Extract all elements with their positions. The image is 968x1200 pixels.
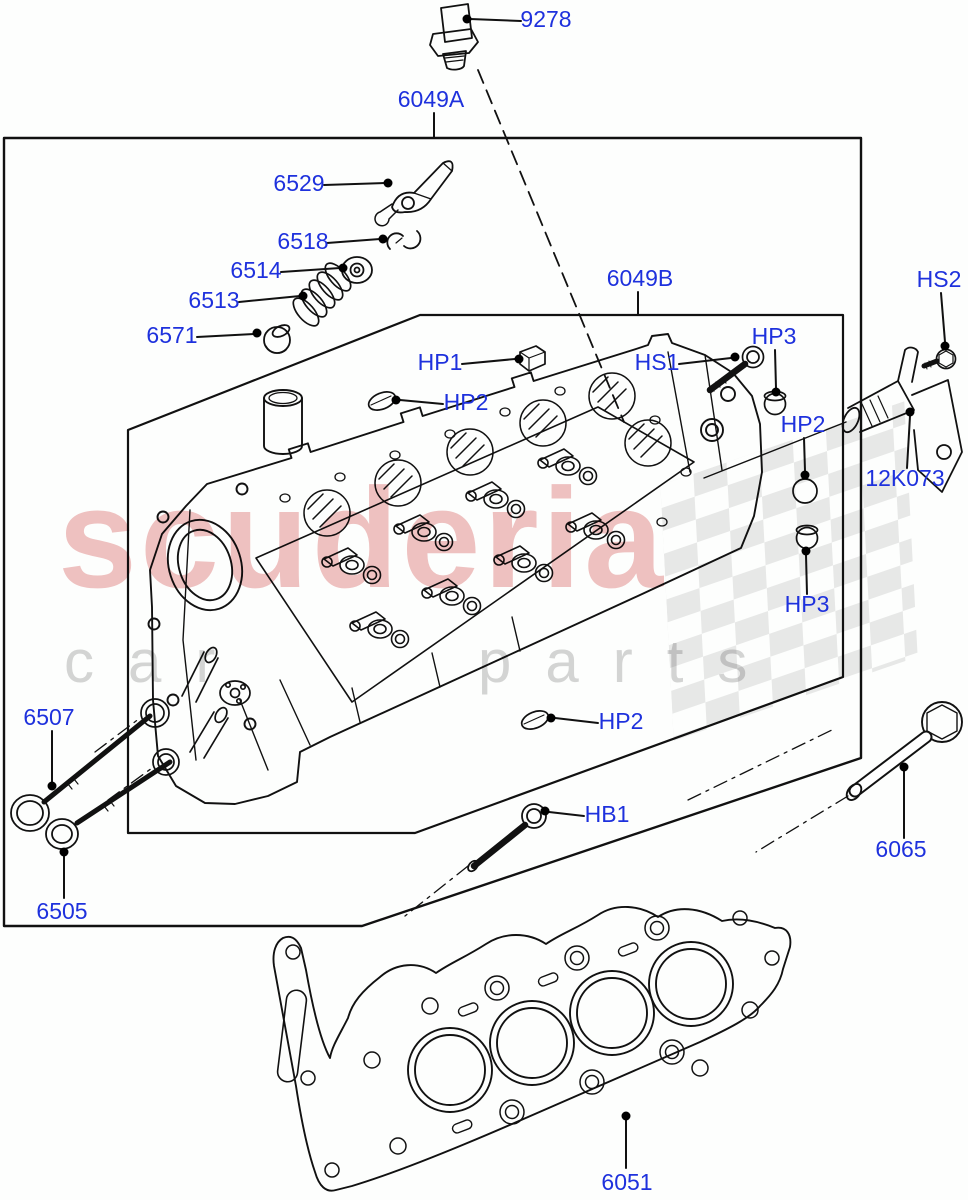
leader-dot-6514 <box>338 263 348 273</box>
callout-HP1[interactable]: HP1 <box>417 349 463 376</box>
callout-HS2[interactable]: HS2 <box>916 266 962 293</box>
leader-dot-HS1 <box>730 352 740 362</box>
part-6051-head-gasket <box>272 905 792 1192</box>
box-6049A-outer <box>2 136 863 928</box>
part-6571-valve-seal <box>263 324 291 354</box>
leader-dot-HP1 <box>514 354 524 364</box>
callout-6513[interactable]: 6513 <box>188 287 240 314</box>
leader-line-6518 <box>326 238 381 244</box>
leader-line-HP3_top <box>774 349 777 389</box>
leader-line-HP2_left <box>399 399 444 405</box>
leader-line-HS1 <box>678 357 732 365</box>
leader-dot-6571 <box>252 328 262 338</box>
leader-dot-6505 <box>59 847 69 857</box>
leader-dot-9278 <box>462 14 472 24</box>
leader-line-HP2_mid <box>554 717 599 724</box>
callout-HP2_right[interactable]: HP2 <box>780 411 826 438</box>
leader-line-HB1 <box>548 811 585 817</box>
callout-6571[interactable]: 6571 <box>146 322 198 349</box>
leader-line-6529 <box>323 182 386 186</box>
part-6518-collets <box>386 230 422 250</box>
part-6507-valve <box>10 713 153 832</box>
leader-line-6513 <box>238 295 301 303</box>
callout-HP3_top[interactable]: HP3 <box>751 323 797 350</box>
part-HS1-bolt <box>706 345 765 394</box>
leader-line-9278 <box>469 18 522 22</box>
callout-HB1[interactable]: HB1 <box>584 801 630 828</box>
callout-leader-lines <box>47 14 950 1169</box>
callout-6507[interactable]: 6507 <box>23 704 75 731</box>
leader-dot-HP3_top <box>771 387 781 397</box>
callout-HP2_left[interactable]: HP2 <box>443 389 489 416</box>
part-9278-sensor <box>429 3 625 423</box>
leader-dot-6507 <box>47 781 57 791</box>
callout-9278[interactable]: 9278 <box>520 6 572 33</box>
part-HP1-plug <box>519 345 546 372</box>
part-6065-bolt <box>687 701 963 853</box>
callout-6065[interactable]: 6065 <box>875 836 927 863</box>
leader-line-HP1 <box>461 358 516 365</box>
leader-dot-6518 <box>378 234 388 244</box>
leader-dot-HP2_left <box>391 395 401 405</box>
callout-6051[interactable]: 6051 <box>601 1169 653 1196</box>
callout-HP2_mid[interactable]: HP2 <box>598 708 644 735</box>
part-6505-valve <box>45 759 173 850</box>
callout-HS1[interactable]: HS1 <box>634 349 680 376</box>
callout-6505[interactable]: 6505 <box>36 898 88 925</box>
leader-dot-HS2 <box>940 341 950 351</box>
leader-dot-6065 <box>899 762 909 772</box>
leader-dot-6529 <box>383 178 393 188</box>
leader-dot-6513 <box>298 291 308 301</box>
leader-dot-HB1 <box>540 806 550 816</box>
part-HB1-bolt <box>404 803 547 917</box>
leader-dot-HP2_mid <box>546 713 556 723</box>
leader-line-6514 <box>280 267 341 273</box>
callout-6518[interactable]: 6518 <box>277 228 329 255</box>
part-6529-rocker-arm <box>374 160 454 227</box>
callout-HP3_lower[interactable]: HP3 <box>784 591 830 618</box>
callout-6049B[interactable]: 6049B <box>606 265 674 292</box>
part-valve-guides-and-seals <box>140 646 251 776</box>
leader-line-HS2 <box>940 292 946 343</box>
callout-12K073[interactable]: 12K073 <box>865 465 945 492</box>
leader-line-6571 <box>196 333 255 338</box>
callout-6049A[interactable]: 6049A <box>397 86 465 113</box>
head-front-boss <box>263 389 303 455</box>
leader-dot-6051 <box>621 1111 631 1121</box>
callout-6529[interactable]: 6529 <box>273 170 325 197</box>
callout-6514[interactable]: 6514 <box>230 257 282 284</box>
